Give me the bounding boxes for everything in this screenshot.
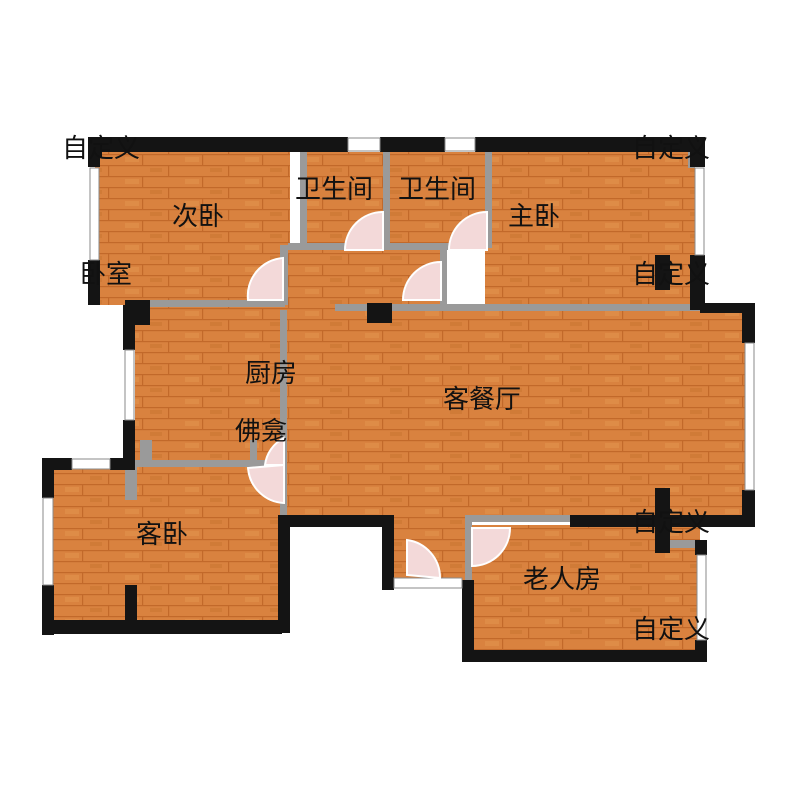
label-kitchen: 厨房 [245, 359, 297, 389]
floor-kitchen [135, 305, 285, 465]
floor-guest-bedroom [50, 465, 280, 625]
label-elderly-room: 老人房 [523, 565, 601, 595]
door-kitchen [263, 436, 285, 466]
label-buddha-niche: 佛龛 [235, 417, 287, 447]
window-elderly [696, 554, 707, 641]
window-entry [393, 577, 463, 589]
windows [42, 137, 755, 641]
door-entry [406, 538, 442, 580]
floor-living-dining [285, 310, 750, 520]
door-bathroom-1 [343, 210, 384, 251]
custom-label-right-upper: 自定义 [632, 260, 710, 290]
window-second-bedroom [89, 167, 100, 261]
door-bathroom-2 [447, 210, 488, 251]
window-bathroom-2 [444, 137, 476, 152]
window-guest-side [42, 497, 54, 586]
custom-label-top-left: 自定义 [62, 134, 140, 164]
window-kitchen [124, 349, 135, 421]
door-master-bedroom [401, 260, 442, 301]
room-labels: 次卧 卫生间 卫生间 主卧 卧室 厨房 佛龛 客餐厅 客卧 老人房 [80, 175, 601, 595]
window-guest-top [71, 458, 111, 470]
window-bathroom-1 [347, 137, 381, 152]
label-guest-bedroom: 客卧 [136, 520, 188, 550]
custom-label-top-right: 自定义 [632, 134, 710, 164]
label-second-bedroom: 次卧 [172, 202, 224, 232]
door-second-bedroom [246, 256, 284, 301]
label-bedroom: 卧室 [80, 260, 132, 290]
custom-label-right-lower: 自定义 [632, 615, 710, 645]
label-bathroom-2: 卫生间 [398, 175, 476, 205]
door-guest-bedroom [246, 463, 285, 505]
label-living-dining: 客餐厅 [443, 385, 521, 415]
window-master-bedroom [694, 167, 705, 256]
label-master-bedroom: 主卧 [508, 202, 560, 232]
label-bathroom-1: 卫生间 [295, 175, 373, 205]
window-living [744, 342, 755, 491]
door-elderly-room [471, 527, 512, 568]
custom-label-right-middle: 自定义 [632, 508, 710, 538]
custom-labels: 自定义 自定义 自定义 自定义 自定义 [62, 134, 710, 645]
doors [246, 210, 512, 580]
exterior-walls [42, 137, 755, 662]
